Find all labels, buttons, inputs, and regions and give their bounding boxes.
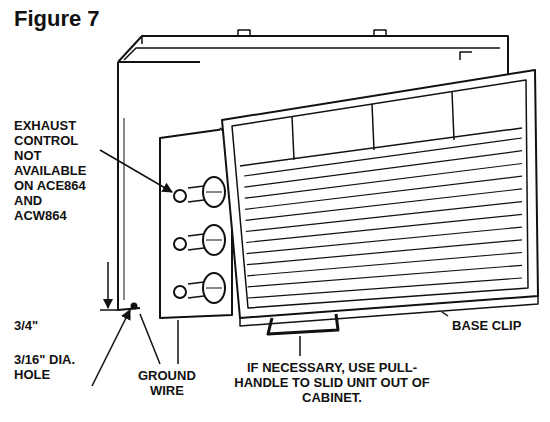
part-label: BASE CLIP (452, 318, 521, 333)
leader-ground (140, 314, 178, 364)
hole-label: 3/16" DIA. HOLE (14, 352, 100, 382)
grille-top-vents (240, 92, 522, 166)
louver-line (246, 202, 522, 232)
note-label: EXHAUST CONTROL NOT AVAILABLE ON ACE864 … (14, 118, 86, 223)
front-grille-panel (222, 70, 538, 318)
grille-louvers (244, 138, 522, 298)
note-label: IF NECESSARY, USE PULL-HANDLE TO SLID UN… (222, 360, 442, 405)
louver-line (246, 214, 522, 242)
leader-handle (299, 336, 301, 356)
figure-title: Figure 7 (14, 6, 100, 32)
dimension-line (100, 309, 118, 311)
cabinet-side-line (124, 118, 125, 300)
grille-frame (232, 80, 528, 308)
louver-line (247, 227, 522, 254)
leader-hole (92, 310, 130, 386)
louver-line (244, 138, 522, 176)
cabinet-left-edge (118, 62, 140, 310)
louver-line (248, 265, 522, 287)
cabinet-tabs (238, 30, 472, 60)
control-panel (160, 128, 232, 318)
control-knobs (174, 177, 225, 303)
leader-exhaust (100, 150, 172, 192)
louver-line (247, 240, 522, 265)
louver-line (247, 253, 522, 276)
dimension-arrow (107, 262, 109, 308)
louver-line (248, 278, 522, 298)
ground-hole (132, 304, 137, 309)
cabinet-front-top (118, 61, 200, 63)
pull-handle (268, 314, 338, 334)
part-label: GROUND WIRE (138, 368, 196, 398)
dimension-label: 3/4" (14, 318, 38, 333)
cabinet-inner-lip (124, 36, 500, 60)
louver-line (245, 189, 522, 221)
leader-base-clip (442, 312, 448, 316)
